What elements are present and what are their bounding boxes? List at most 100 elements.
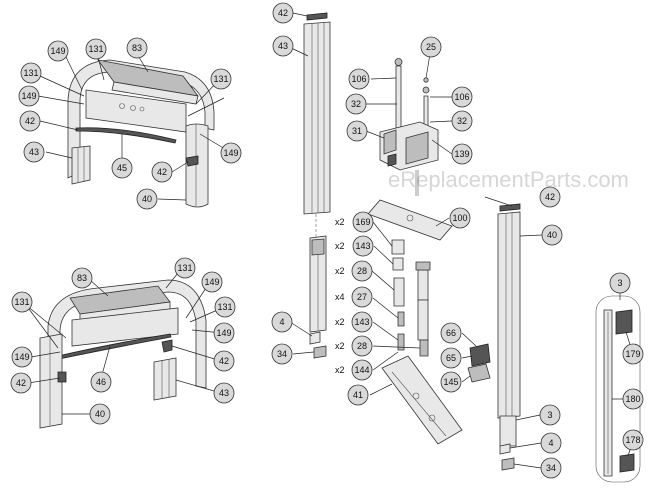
svg-text:149: 149 xyxy=(204,277,219,287)
svg-text:43: 43 xyxy=(29,147,39,157)
callout-131: 131 xyxy=(11,291,33,313)
knob xyxy=(387,153,397,167)
svg-text:143: 143 xyxy=(355,241,370,251)
svg-text:4: 4 xyxy=(548,438,553,448)
callout-179: 179 xyxy=(622,343,644,365)
callout-42: 42 xyxy=(151,161,173,183)
svg-text:149: 149 xyxy=(223,148,238,158)
svg-text:46: 46 xyxy=(96,377,106,387)
detail-frame xyxy=(595,295,641,483)
callout-27: 27 xyxy=(351,286,373,308)
watermark-text: eReplacementParts.com xyxy=(388,167,629,192)
callout-65: 65 xyxy=(440,347,462,369)
callout-149: 149 xyxy=(213,322,235,344)
callout-149: 149 xyxy=(47,40,69,62)
svg-text:143: 143 xyxy=(354,317,369,327)
svg-text:144: 144 xyxy=(354,365,369,375)
callout-41: 41 xyxy=(347,384,369,406)
svg-text:178: 178 xyxy=(625,435,640,445)
callout-149: 149 xyxy=(201,271,223,293)
svg-text:40: 40 xyxy=(95,409,105,419)
svg-text:139: 139 xyxy=(454,149,469,159)
callout-40: 40 xyxy=(541,224,563,246)
svg-text:43: 43 xyxy=(278,41,288,51)
callout-25: 25 xyxy=(420,36,442,58)
svg-text:100: 100 xyxy=(452,213,467,223)
callout-169: 169 xyxy=(352,211,374,233)
callout-4: 4 xyxy=(271,311,293,333)
svg-text:131: 131 xyxy=(213,74,228,84)
svg-text:106: 106 xyxy=(454,92,469,102)
clamp-65 xyxy=(469,343,491,367)
callout-28: 28 xyxy=(351,260,373,282)
callout-40: 40 xyxy=(136,188,158,210)
part-178 xyxy=(619,453,635,473)
qty-27: x4 xyxy=(335,292,345,302)
bottom-left-upright-40 xyxy=(39,333,63,429)
callout-42: 42 xyxy=(10,372,32,394)
bottom-frame-assembly xyxy=(39,279,207,429)
qty-144: x2 xyxy=(335,365,345,375)
callout-131: 131 xyxy=(85,38,107,60)
callout-100: 100 xyxy=(449,207,471,229)
part-4-left xyxy=(309,331,321,345)
svg-text:83: 83 xyxy=(77,273,87,283)
callout-43: 43 xyxy=(272,35,294,57)
column-43 xyxy=(303,21,331,215)
qty-143: x2 xyxy=(335,317,345,327)
left-upright-43 xyxy=(71,145,91,185)
callout-143: 143 xyxy=(351,311,373,333)
callout-106: 106 xyxy=(451,86,473,108)
callout-139: 139 xyxy=(451,143,473,165)
callout-42: 42 xyxy=(213,350,235,372)
svg-text:42: 42 xyxy=(16,378,26,388)
callout-43: 43 xyxy=(213,382,235,404)
base-41 xyxy=(381,355,463,445)
callouts: 149 131 83 131 131 149 42 149 43 45 42 4… xyxy=(10,2,644,479)
svg-text:28: 28 xyxy=(357,341,367,351)
right-column-40 xyxy=(497,203,521,471)
callout-83: 83 xyxy=(126,37,148,59)
top-frame-assembly xyxy=(67,59,215,208)
callout-145: 145 xyxy=(440,371,462,393)
callout-42: 42 xyxy=(539,186,561,208)
callout-144: 144 xyxy=(351,359,373,381)
svg-text:27: 27 xyxy=(357,292,367,302)
part-34-left xyxy=(313,345,327,359)
callout-42: 42 xyxy=(19,110,41,132)
bottom-inner-plate xyxy=(71,307,179,347)
svg-text:42: 42 xyxy=(545,192,555,202)
bracket-42-bottom-right xyxy=(161,339,173,353)
bracket-assembly-3 xyxy=(595,295,641,483)
callout-149: 149 xyxy=(220,142,242,164)
svg-text:42: 42 xyxy=(25,116,35,126)
callout-32: 32 xyxy=(345,93,367,115)
qty-143: x2 xyxy=(335,241,345,251)
svg-text:45: 45 xyxy=(117,163,127,173)
svg-text:42: 42 xyxy=(219,356,229,366)
part-34-right xyxy=(501,457,515,471)
callout-32: 32 xyxy=(451,110,473,132)
callout-131: 131 xyxy=(210,68,232,90)
callout-4: 4 xyxy=(540,432,562,454)
svg-text:131: 131 xyxy=(23,68,38,78)
column-40-foot xyxy=(499,415,517,447)
svg-text:145: 145 xyxy=(443,377,458,387)
callout-131: 131 xyxy=(174,257,196,279)
svg-text:3: 3 xyxy=(547,410,552,420)
svg-text:131: 131 xyxy=(177,263,192,273)
qty-28: x2 xyxy=(335,266,345,276)
callout-45: 45 xyxy=(111,157,133,179)
part-4-right xyxy=(499,443,511,455)
callout-31: 31 xyxy=(346,120,368,142)
callout-43: 43 xyxy=(23,141,45,163)
tube-28-right xyxy=(417,269,429,301)
svg-text:149: 149 xyxy=(50,46,65,56)
qty-169: x2 xyxy=(335,217,345,227)
svg-text:42: 42 xyxy=(157,167,167,177)
quantity-labels: x2 x2 x2 x4 x2 x2 x2 xyxy=(335,217,345,375)
callout-106: 106 xyxy=(348,68,370,90)
clamp-part-145 xyxy=(467,363,491,383)
callout-131: 131 xyxy=(214,296,236,318)
svg-text:169: 169 xyxy=(355,217,370,227)
